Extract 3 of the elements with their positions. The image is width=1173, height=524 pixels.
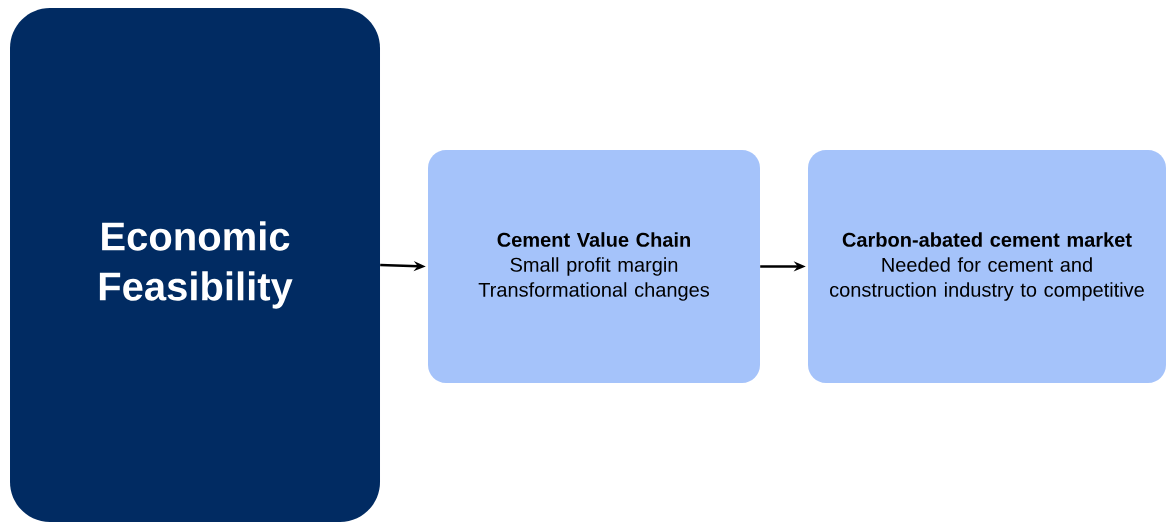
title-block: Economic Feasibility xyxy=(10,8,380,522)
info-box: Carbon-abated cement market Needed for cement and construction industry to competitive xyxy=(808,150,1166,383)
info-box: Cement Value Chain Small profit margin Transformational changes xyxy=(428,150,760,383)
